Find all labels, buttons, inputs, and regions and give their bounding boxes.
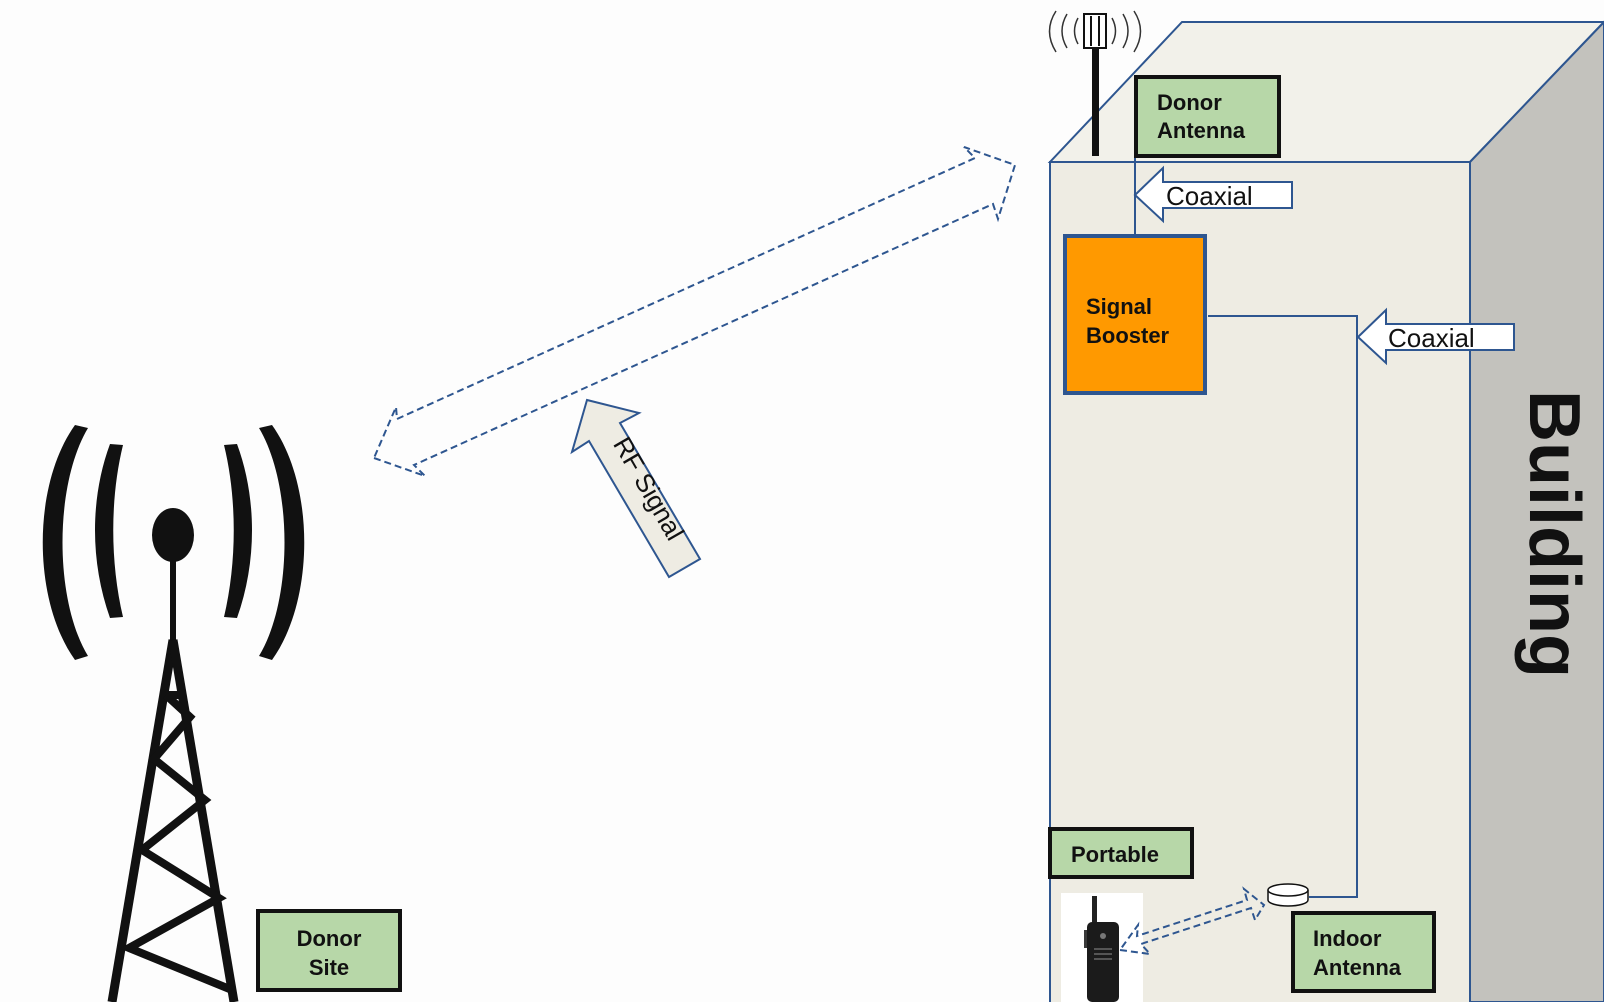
portable-label: Portable [1050,829,1192,877]
rf-signal-arrow: RF Signal [572,400,700,577]
indoor-antenna-label-line2: Antenna [1313,955,1402,980]
donor-site-label: Donor Site [258,911,400,990]
coaxial-callout-top-text: Coaxial [1166,181,1253,211]
donor-site-label-line2: Site [309,955,349,980]
donor-antenna-label-line2: Antenna [1157,118,1246,143]
portable-label-text: Portable [1071,842,1159,867]
donor-antenna-label: Donor Antenna [1136,77,1279,156]
signal-booster-label-line2: Booster [1086,323,1170,348]
portable-radio-icon [1061,893,1143,1002]
signal-booster-label-line1: Signal [1086,294,1152,319]
indoor-antenna-label: Indoor Antenna [1293,913,1434,991]
donor-site-label-line1: Donor [297,926,362,951]
donor-antenna-label-line1: Donor [1157,90,1222,115]
indoor-antenna-icon [1268,884,1308,906]
building-label: Building [1514,390,1594,678]
rf-link-double-arrow [374,147,1015,476]
coaxial-callout-right-text: Coaxial [1388,323,1475,353]
indoor-antenna-label-line1: Indoor [1313,926,1382,951]
signal-booster: Signal Booster [1065,236,1205,393]
